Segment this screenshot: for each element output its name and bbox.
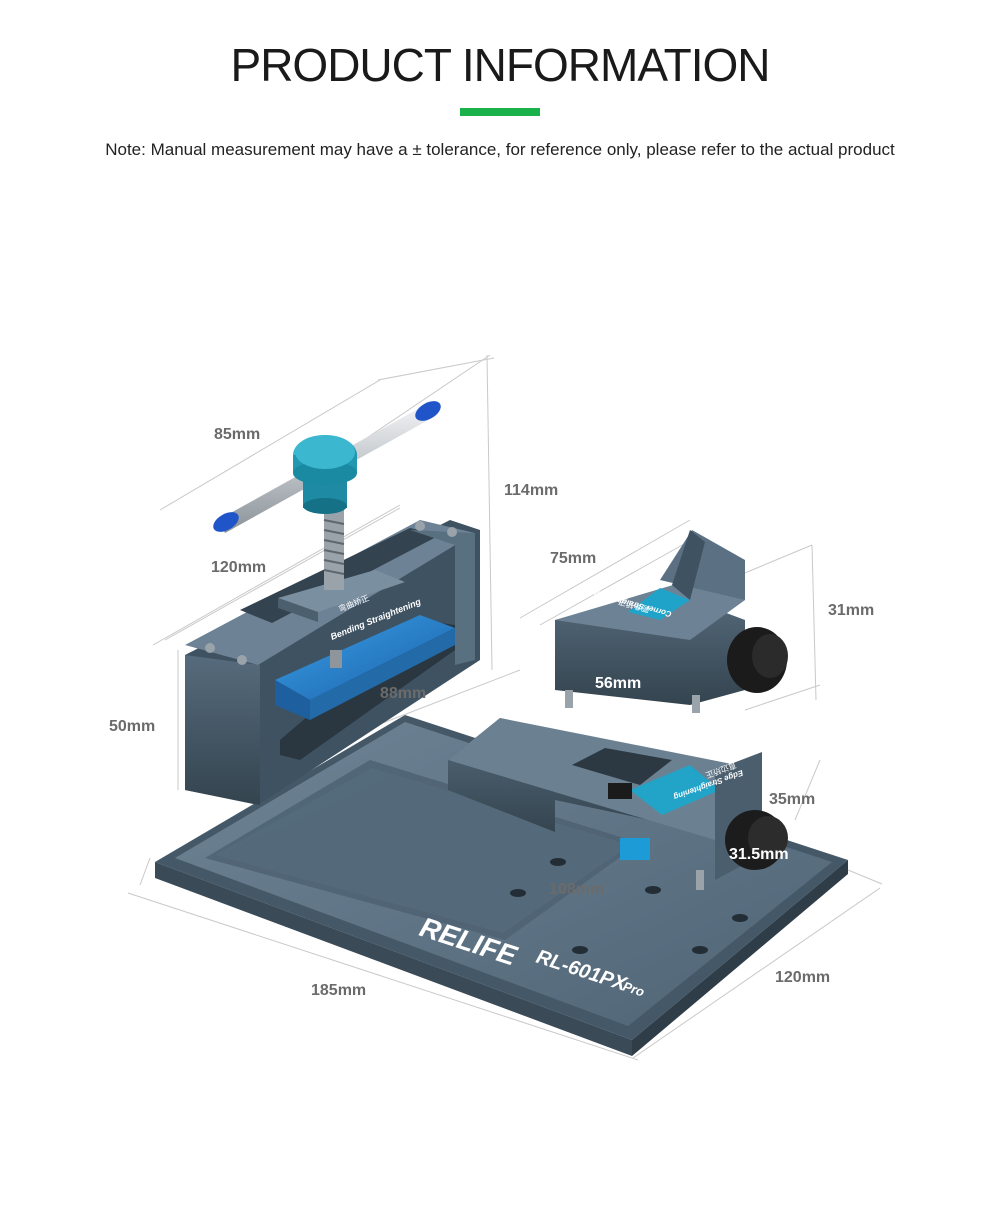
dimension-50: 50mm	[109, 718, 156, 735]
dimension-85: 85mm	[214, 426, 261, 443]
dimension-35: 35mm	[769, 791, 816, 808]
measurement-note: Note: Manual measurement may have a ± to…	[105, 140, 895, 159]
dimension-31: 31mm	[828, 602, 875, 619]
dimension-120-bottom: 120mm	[775, 969, 831, 986]
corner-straightening-module	[555, 530, 788, 713]
dimension-56: 56mm	[595, 675, 642, 692]
title-accent-bar	[460, 108, 540, 116]
dimension-120-top: 120mm	[211, 559, 267, 576]
t-handle	[213, 401, 441, 533]
dimension-88: 88mm	[380, 685, 427, 702]
edge-straightening-module	[448, 718, 788, 890]
model-badge: Pro	[621, 979, 646, 1000]
dimension-108: 108mm	[549, 881, 605, 898]
dimension-185: 185mm	[311, 982, 367, 999]
dimension-114: 114mm	[504, 482, 559, 499]
bending-frame	[185, 510, 480, 805]
page-title: PRODUCT INFORMATION	[230, 39, 771, 91]
dimension-31-5: 31.5mm	[729, 846, 789, 863]
base-plate	[155, 715, 848, 1056]
dimension-75: 75mm	[550, 550, 597, 567]
